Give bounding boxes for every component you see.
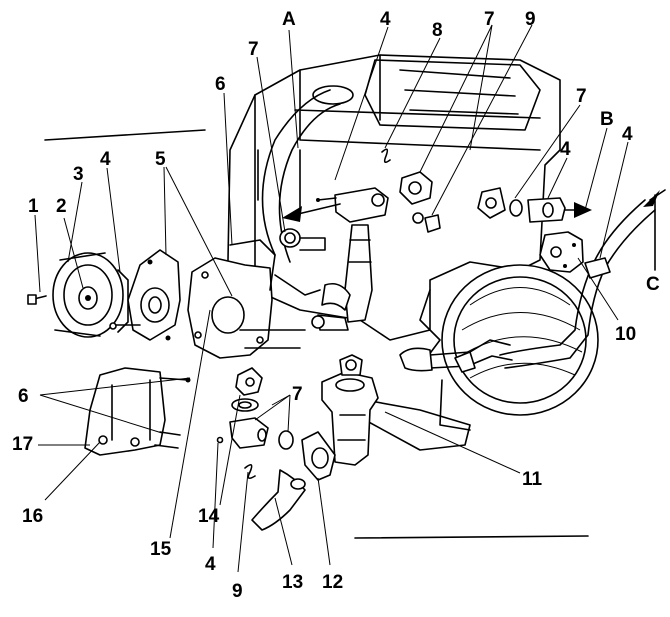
- flow-arrow-b: [564, 202, 592, 218]
- callout-6-top: 6: [215, 74, 226, 95]
- callout-4-right-a: 4: [560, 139, 571, 160]
- bolt-1: [27, 294, 47, 305]
- callout-12: 12: [322, 572, 343, 593]
- heater-hose: [499, 199, 656, 369]
- label-c: C: [646, 274, 660, 295]
- coolant-pipe-vertical: [344, 224, 373, 323]
- callout-7-right: 7: [576, 86, 587, 107]
- callout-15: 15: [150, 539, 172, 560]
- callout-5: 5: [155, 149, 166, 170]
- hose-upper: [261, 89, 341, 263]
- pulley: [52, 252, 129, 338]
- callout-17: 17: [12, 434, 33, 455]
- callout-9-bottom: 9: [232, 581, 243, 602]
- spring-clip-lower: [244, 464, 256, 480]
- callout-16: 16: [22, 506, 43, 527]
- thermostat-cover-lower: [216, 367, 294, 450]
- callout-labels: 1 2 3 4 5 6 7 A 4 8 7 9 7 B 4 4 C 10 11 …: [12, 9, 660, 602]
- water-pump: [109, 249, 181, 341]
- callout-7-top-left: 7: [248, 39, 259, 60]
- return-pipe: [399, 339, 513, 373]
- callout-11: 11: [522, 469, 543, 490]
- callout-4-right-b: 4: [622, 124, 633, 145]
- callout-13: 13: [282, 572, 303, 593]
- callout-14: 14: [198, 506, 220, 527]
- callout-9-top: 9: [525, 9, 536, 30]
- coolant-pipe-lower: [311, 282, 351, 331]
- cylinder-head-cover: [364, 59, 541, 131]
- divider-bottom-right: [354, 535, 589, 539]
- oil-filler-cap: [312, 85, 354, 105]
- spring-clip-upper: [381, 148, 391, 164]
- air-filter-housing: [439, 264, 599, 431]
- callout-6-left: 6: [18, 386, 29, 407]
- flow-arrow-c: [643, 189, 666, 271]
- coolant-outlet-flange: [399, 171, 441, 233]
- callout-8: 8: [432, 20, 443, 41]
- callout-3: 3: [73, 164, 84, 185]
- lower-hose-elbow: [251, 431, 336, 531]
- divider-top-left: [44, 129, 206, 141]
- coolant-housing-11: [321, 354, 379, 466]
- callout-1: 1: [28, 196, 39, 217]
- label-b: B: [600, 109, 614, 130]
- mounting-plate-right: [539, 231, 584, 273]
- callout-4-top: 4: [380, 9, 391, 30]
- timing-cover-bracket: [84, 367, 191, 456]
- callout-4-bottom: 4: [205, 554, 216, 575]
- label-a: A: [282, 9, 296, 30]
- callout-2: 2: [56, 196, 67, 217]
- callout-10: 10: [615, 324, 636, 345]
- hose-clamp-left: [279, 228, 326, 251]
- thermostat-housing: [316, 187, 389, 223]
- heater-outlet-flange: [477, 187, 566, 223]
- callout-4-left: 4: [100, 149, 111, 170]
- flow-arrow-a: [282, 149, 341, 222]
- pump-housing: [187, 239, 321, 359]
- leader-lines: [34, 24, 629, 573]
- callout-7-top-mid: 7: [484, 9, 495, 30]
- callout-7-bottom: 7: [292, 384, 303, 405]
